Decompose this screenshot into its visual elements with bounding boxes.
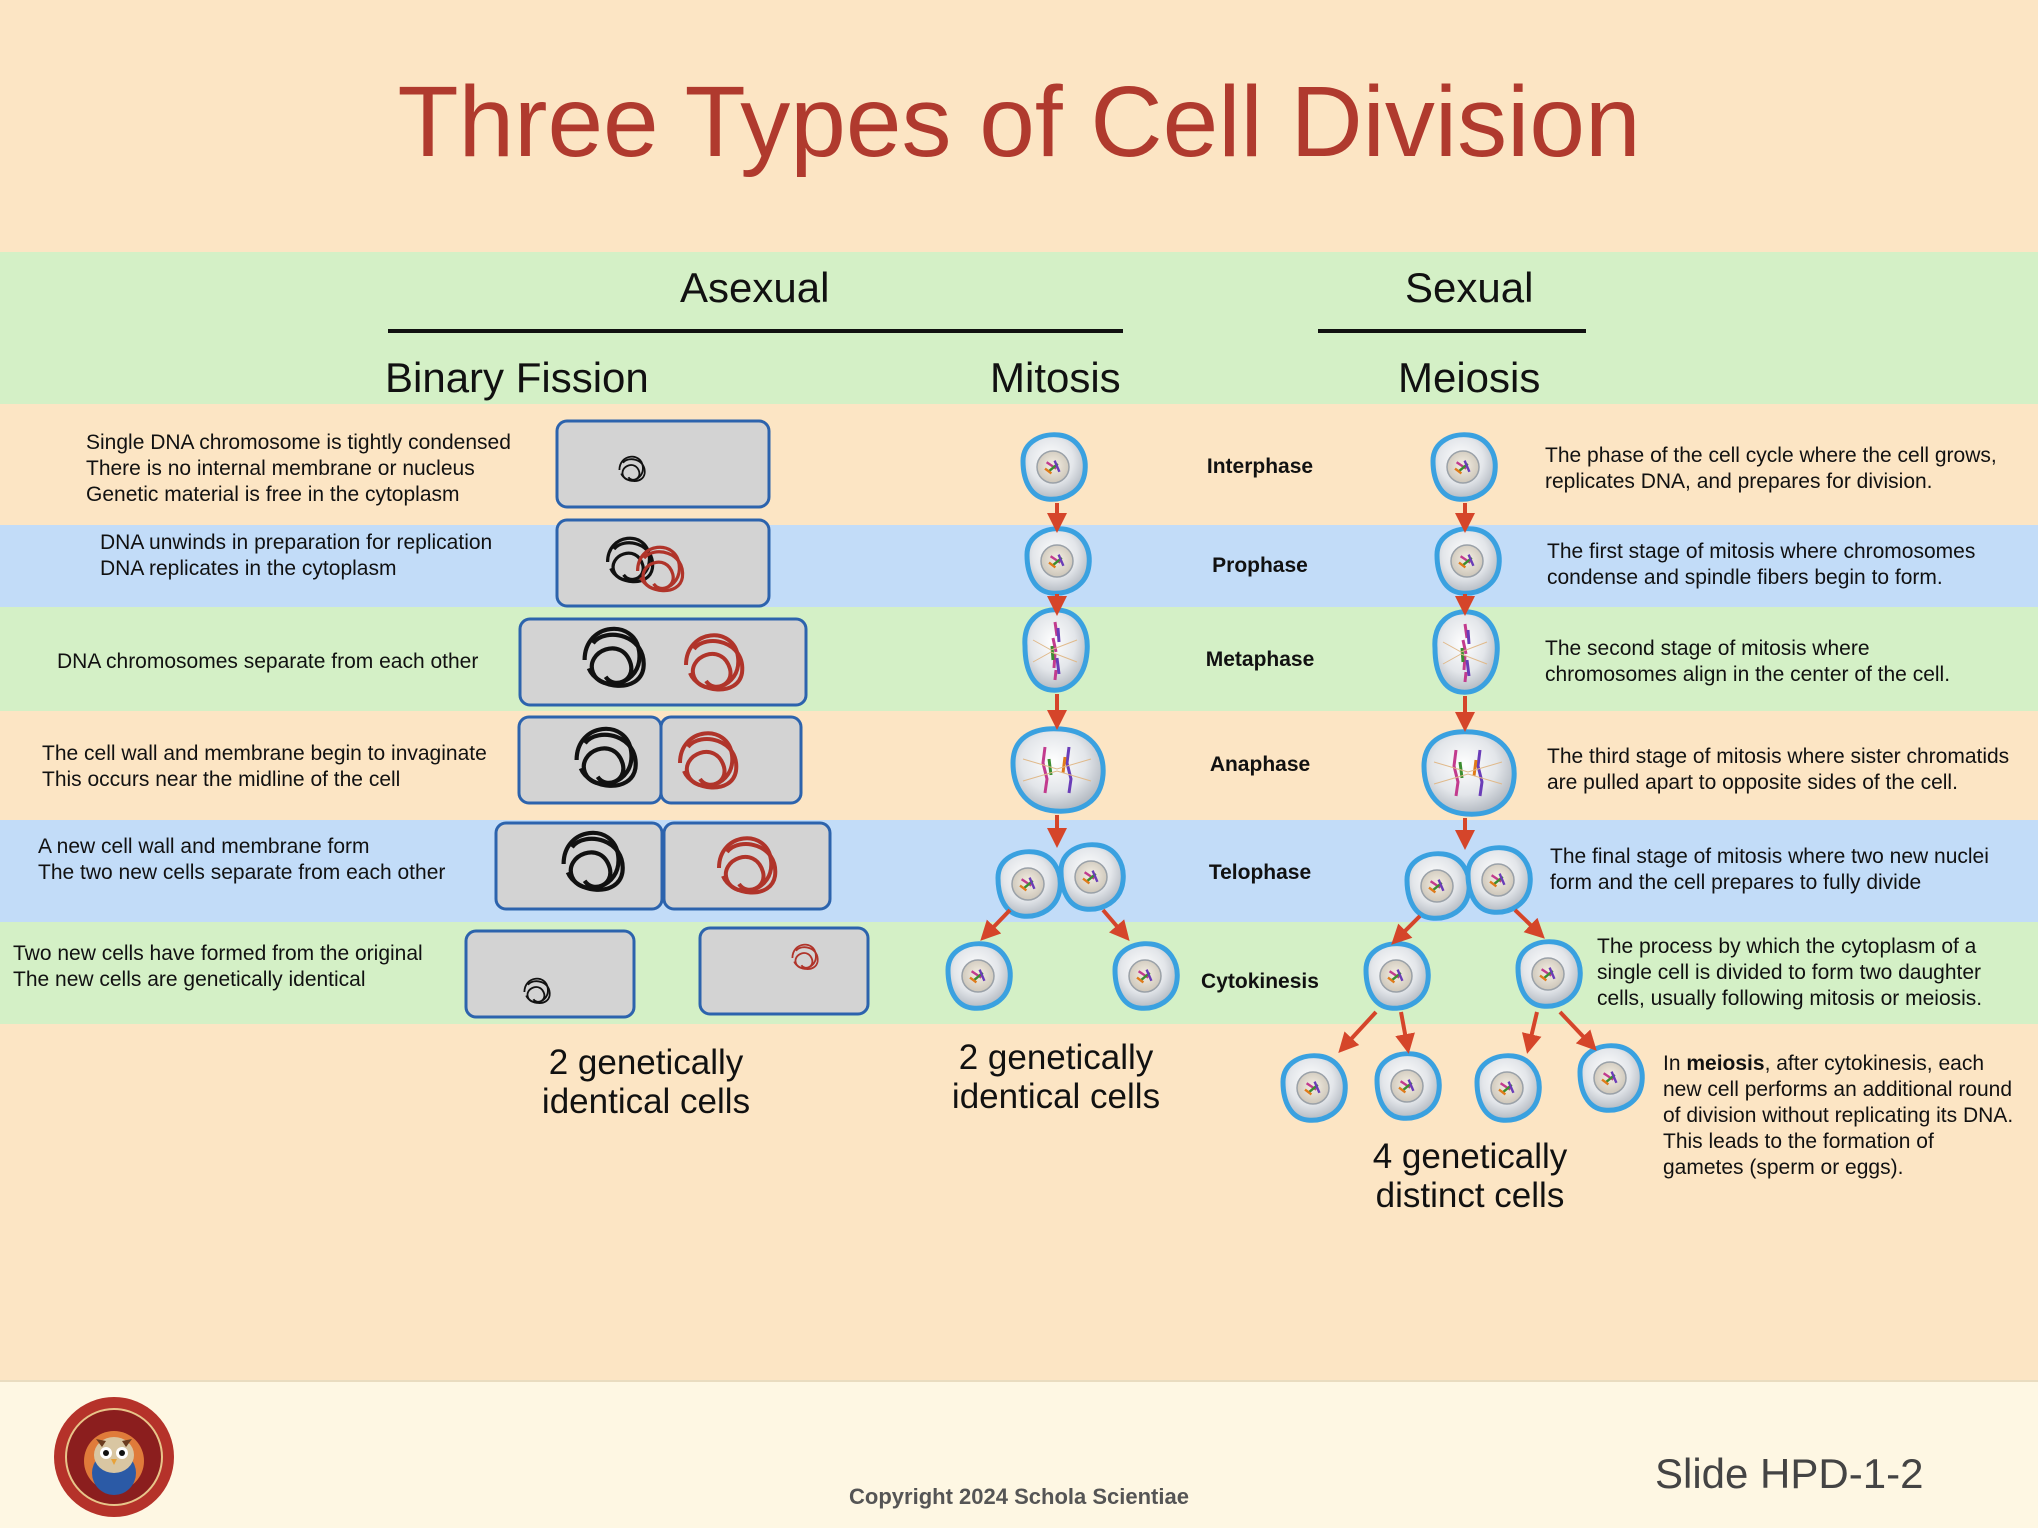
binary-fission-step-2: DNA unwinds in preparation for replicati… [100, 531, 493, 580]
row-band-cytokinesis [0, 922, 2038, 1024]
stage-interphase: Interphase [1206, 455, 1314, 478]
stage-description-anaphase: The third stage of mitosis where sister … [1547, 745, 2010, 794]
binary-fission-header: Binary Fission [385, 354, 649, 401]
mitosis-summary: 2 genetically identical cells [951, 1038, 1161, 1116]
stage-cytokinesis: Cytokinesis [1201, 970, 1319, 993]
asexual-header: Asexual [680, 264, 830, 311]
mitosis-header: Mitosis [990, 354, 1121, 401]
stage-description-cytokinesis: The process by which the cytoplasm of a … [1597, 935, 1983, 1010]
binary-fission-step-1: Single DNA chromosome is tightly condens… [86, 431, 511, 506]
meiosis-summary: 4 genetically distinct cells [1372, 1137, 1568, 1215]
binary-fission-step-3: DNA chromosomes separate from each other [57, 650, 479, 673]
stage-description-metaphase: The second stage of mitosis where chromo… [1545, 637, 1951, 686]
binary-fission-summary: 2 genetically identical cells [541, 1043, 751, 1121]
meiosis-note-prefix: In [1663, 1052, 1687, 1075]
meiosis-header: Meiosis [1398, 354, 1541, 401]
binary-fission-step-5: A new cell wall and membrane form The tw… [38, 835, 446, 884]
binary-fission-step-4: The cell wall and membrane begin to inva… [42, 742, 487, 791]
meiosis-note-suffix: , after cytokinesis, each new cell perfo… [1663, 1052, 2014, 1179]
meiosis-note: In meiosis, after cytokinesis, each new … [1663, 1051, 2018, 1181]
footer [0, 1380, 2038, 1528]
asexual-divider [388, 329, 1123, 333]
stage-prophase: Prophase [1212, 554, 1308, 577]
page-title: Three Types of Cell Division [397, 66, 1641, 178]
stage-telophase: Telophase [1208, 861, 1312, 884]
stage-description-interphase: The phase of the cell cycle where the ce… [1545, 444, 1997, 493]
stage-metaphase: Metaphase [1205, 648, 1315, 671]
sexual-divider [1318, 329, 1586, 333]
copyright: Copyright 2024 Schola Scientiae [849, 1484, 1189, 1509]
slide-id: Slide HPD-1-2 [1655, 1450, 1924, 1497]
stage-description-prophase: The first stage of mitosis where chromos… [1547, 540, 1976, 589]
header-band [0, 252, 2038, 404]
row-band-prophase [0, 525, 2038, 607]
owl-icon [54, 1397, 174, 1517]
schola-scientiae-logo [52, 1395, 176, 1519]
binary-fission-step-6: Two new cells have formed from the origi… [13, 942, 423, 991]
stage-anaphase: Anaphase [1209, 753, 1311, 776]
stage-description-telophase: The final stage of mitosis where two new… [1550, 845, 1989, 894]
row-band-metaphase [0, 607, 2038, 711]
sexual-header: Sexual [1405, 264, 1534, 311]
meiosis-note-keyword: meiosis [1686, 1052, 1765, 1075]
